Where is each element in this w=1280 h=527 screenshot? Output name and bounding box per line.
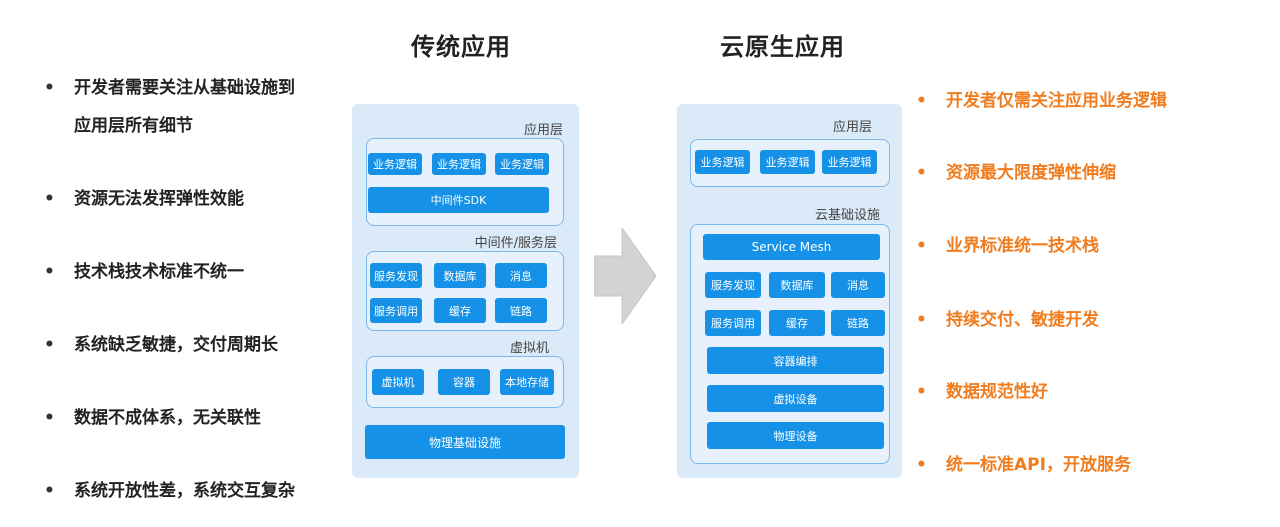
traditional-title: 传统应用 — [411, 33, 511, 61]
service-box: 消息 — [495, 263, 547, 288]
bullet-dot-icon: • — [44, 408, 55, 428]
list-item: •开发者需要关注从基础设施到 — [40, 73, 295, 103]
app-layer-label: 应用层 — [832, 120, 872, 135]
container-box: 容器 — [438, 369, 490, 395]
service-box: 服务调用 — [705, 310, 761, 336]
biz-logic-box: 业务逻辑 — [432, 153, 486, 175]
service-box: 消息 — [831, 272, 885, 298]
bullet-dot-icon: • — [44, 78, 55, 98]
cloud-native-stack: 应用层 业务逻辑 业务逻辑 业务逻辑 云基础设施 Service Mesh 服务… — [677, 104, 902, 478]
middleware-sdk-box: 中间件SDK — [368, 187, 549, 213]
virtual-devices-box: 虚拟设备 — [707, 385, 884, 412]
physical-infra-box: 物理基础设施 — [365, 425, 565, 459]
biz-logic-box: 业务逻辑 — [495, 153, 549, 175]
vm-layer-label: 虚拟机 — [509, 341, 549, 356]
bullet-dot-icon: • — [916, 382, 927, 402]
bullet-dot-icon: • — [44, 262, 55, 282]
list-item: •系统缺乏敏捷，交付周期长 — [40, 330, 278, 360]
biz-logic-box: 业务逻辑 — [695, 150, 750, 174]
service-box: 缓存 — [434, 298, 486, 323]
list-item: •数据规范性好 — [912, 377, 1048, 407]
list-item: •持续交付、敏捷开发 — [912, 305, 1099, 335]
container-orchestration-box: 容器编排 — [707, 347, 884, 374]
service-box: 数据库 — [434, 263, 486, 288]
biz-logic-box: 业务逻辑 — [760, 150, 815, 174]
list-item: •资源最大限度弹性伸缩 — [912, 158, 1116, 188]
list-item: •系统开放性差，系统交互复杂 — [40, 476, 295, 506]
bullet-dot-icon: • — [44, 189, 55, 209]
traditional-stack: 应用层 业务逻辑 业务逻辑 业务逻辑 中间件SDK 中间件/服务层 服务发现 数… — [352, 104, 579, 478]
physical-devices-box: 物理设备 — [707, 422, 884, 449]
service-box: 链路 — [495, 298, 547, 323]
list-item: •业界标准统一技术栈 — [912, 231, 1099, 261]
service-box: 链路 — [831, 310, 885, 336]
service-box: 缓存 — [769, 310, 825, 336]
service-box: 服务发现 — [705, 272, 761, 298]
list-item: •开发者仅需关注应用业务逻辑 — [912, 86, 1167, 116]
list-item: 应用层所有细节 — [74, 116, 193, 136]
middleware-layer-label: 中间件/服务层 — [474, 236, 557, 251]
list-item: •数据不成体系，无关联性 — [40, 403, 261, 433]
list-item: •统一标准API，开放服务 — [912, 450, 1131, 480]
bullet-dot-icon: • — [916, 310, 927, 330]
list-item: •技术栈技术标准不统一 — [40, 257, 244, 287]
list-item: •资源无法发挥弹性效能 — [40, 184, 244, 214]
bullet-dot-icon: • — [44, 335, 55, 355]
local-storage-box: 本地存储 — [500, 369, 554, 395]
bullet-dot-icon: • — [916, 163, 927, 183]
bullet-dot-icon: • — [916, 91, 927, 111]
cloud-native-title: 云原生应用 — [720, 33, 845, 61]
app-layer-label: 应用层 — [523, 123, 563, 138]
bullet-dot-icon: • — [44, 481, 55, 501]
cloud-infra-label: 云基础设施 — [814, 208, 880, 223]
right-arrow-icon — [594, 228, 656, 324]
biz-logic-box: 业务逻辑 — [368, 153, 422, 175]
biz-logic-box: 业务逻辑 — [822, 150, 877, 174]
bullet-dot-icon: • — [916, 236, 927, 256]
service-mesh-box: Service Mesh — [703, 234, 880, 260]
service-box: 服务发现 — [370, 263, 422, 288]
service-box: 数据库 — [769, 272, 825, 298]
service-box: 服务调用 — [370, 298, 422, 323]
bullet-dot-icon: • — [916, 455, 927, 475]
vm-box: 虚拟机 — [372, 369, 424, 395]
